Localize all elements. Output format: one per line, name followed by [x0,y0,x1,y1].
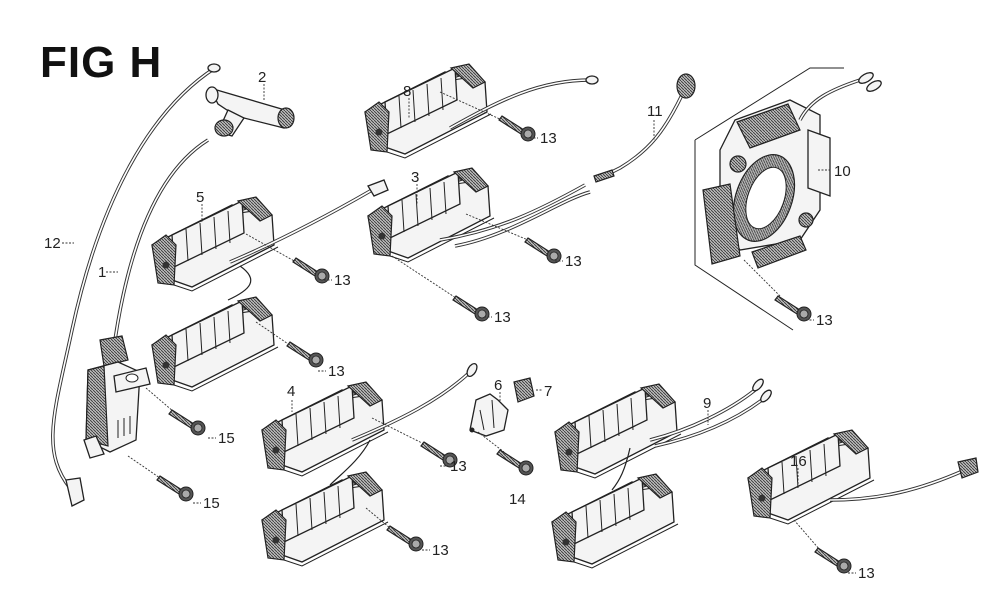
screw-13-coil4-lower [365,507,424,552]
figure-title: FIG H [40,38,163,87]
callout-13-coil5: 13 [334,272,351,289]
grommet-7 [513,377,535,403]
callout-6: 6 [494,377,502,394]
coil-3 [367,167,495,263]
coil-16 [747,429,875,525]
screw-13-coil5-lower [255,321,324,368]
coil-9-lower [551,473,679,569]
coil-4 [261,381,389,477]
screw-13-coil8 [439,91,536,142]
callout-13-coil8: 13 [540,130,557,147]
callout-13-stator: 13 [816,312,833,329]
callout-7: 7 [544,383,552,400]
coil-8-wire [449,75,599,130]
spark-plug-cap-2 [205,86,295,137]
callout-13-coil3-right: 13 [565,253,582,270]
screw-13-coil4 [371,417,458,468]
coil-3-wires [439,183,591,248]
screw-13-coil3-right [465,213,562,264]
screw-13-coil3-bottom [391,255,490,322]
screw-13-stator [743,259,812,322]
callout-10: 10 [834,163,851,180]
callout-2: 2 [258,69,266,86]
screw-13-coil5 [245,233,330,284]
ignition-coil-assembly [83,361,151,459]
callout-13-coil4: 13 [450,458,467,475]
wire-terminal-12 [65,477,85,507]
callout-5: 5 [196,189,204,206]
callout-8: 8 [403,83,411,100]
screw-15-upper [145,387,206,436]
callout-dashes [193,137,856,574]
coil-5-wires [227,179,389,301]
coil-4-wires [329,362,478,486]
callout-3: 3 [411,169,419,186]
callout-11: 11 [647,103,663,120]
screw-14 [477,431,534,476]
stator-10 [694,67,882,331]
connector-16 [957,457,979,479]
coil-8 [364,63,492,159]
callout-1: 1 [98,264,106,281]
callout-4: 4 [287,383,295,400]
lead-wire-11 [593,73,696,183]
bracket-6 [469,393,509,437]
ignition-lead-1 [99,138,209,367]
callout-14: 14 [509,491,526,508]
callout-13-coil5-lower: 13 [328,363,345,380]
callout-13-coil3-bottom: 13 [494,309,511,326]
coil-5-lower [151,296,279,392]
callout-9: 9 [703,395,711,412]
callout-16: 16 [790,453,807,470]
callout-15-upper: 15 [218,430,235,447]
coil-16-wires [829,457,979,502]
coil-4-lower [261,471,389,567]
connector-5 [367,179,389,197]
coil-9-upper [554,383,682,479]
lead-wire-12 [51,63,221,507]
callout-13-coil16: 13 [858,565,875,582]
callout-12: 12 [44,235,61,252]
callout-15-lower: 15 [203,495,220,512]
coil-5 [151,196,279,292]
screw-13-coil16 [793,519,852,574]
callout-13-coil4-lower: 13 [432,542,449,559]
screw-15-lower [127,455,194,502]
